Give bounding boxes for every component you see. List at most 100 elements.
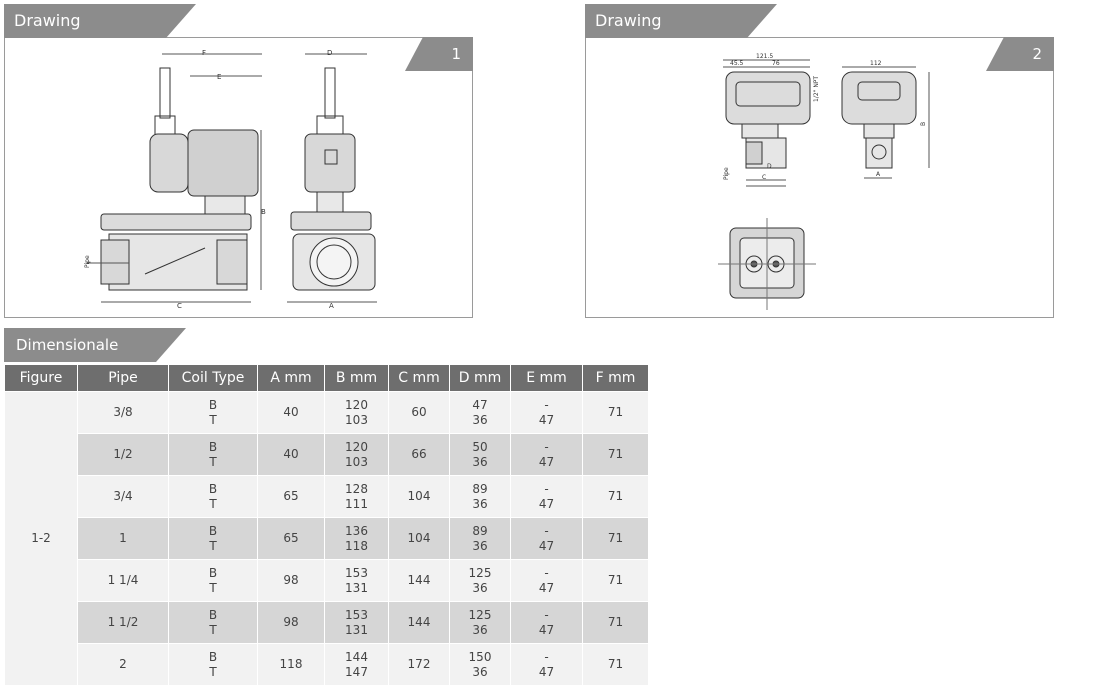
dim-f-label: F xyxy=(202,49,206,57)
f-mm-cell: 71 xyxy=(583,560,648,601)
dim-a-label: A xyxy=(876,171,881,178)
c-mm-cell: 66 xyxy=(389,434,449,475)
dim-76-label: 76 xyxy=(772,60,780,67)
pipe-cell: 1 1/2 xyxy=(78,602,168,643)
table-header-row: Figure Pipe Coil Type A mm B mm C mm D m… xyxy=(5,365,648,391)
e-mm-cell: -47 xyxy=(511,518,582,559)
c-mm-cell: 172 xyxy=(389,644,449,685)
c-mm-cell: 144 xyxy=(389,560,449,601)
e-mm-cell: -47 xyxy=(511,476,582,517)
dim-b-label: B xyxy=(261,208,266,216)
e-mm-cell: -47 xyxy=(511,644,582,685)
a-mm-cell: 65 xyxy=(258,476,324,517)
e-mm-cell: -47 xyxy=(511,392,582,433)
header-cell: B mm xyxy=(325,365,388,391)
panel-number: 1 xyxy=(405,37,473,71)
valve-drawing-1: F E D B Pipe C A xyxy=(84,49,377,310)
header-cell: C mm xyxy=(389,365,449,391)
dim-c-label: C xyxy=(177,302,182,310)
a-mm-cell: 40 xyxy=(258,434,324,475)
pipe-cell: 3/8 xyxy=(78,392,168,433)
panel-number: 2 xyxy=(986,37,1054,71)
e-mm-cell: -47 xyxy=(511,560,582,601)
c-mm-cell: 104 xyxy=(389,518,449,559)
pipe-cell: 1 xyxy=(78,518,168,559)
dim-d-label: D xyxy=(767,163,772,170)
c-mm-cell: 104 xyxy=(389,476,449,517)
f-mm-cell: 71 xyxy=(583,518,648,559)
e-mm-cell: -47 xyxy=(511,434,582,475)
panel-title: Drawing Reference xyxy=(4,4,196,64)
f-mm-cell: 71 xyxy=(583,644,648,685)
f-mm-cell: 71 xyxy=(583,392,648,433)
c-mm-cell: 144 xyxy=(389,602,449,643)
pipe-cell: 3/4 xyxy=(78,476,168,517)
dim-a-label: A xyxy=(329,302,334,310)
dim-112-label: 112 xyxy=(870,60,882,67)
a-mm-cell: 118 xyxy=(258,644,324,685)
dimension-table: Figure Pipe Coil Type A mm B mm C mm D m… xyxy=(4,364,649,686)
header-cell: A mm xyxy=(258,365,324,391)
header-cell: Figure xyxy=(5,365,77,391)
dim-455-label: 45.5 xyxy=(730,60,744,67)
valve-drawing-2: 121.5 45.5 76 112 1/2" NPT B Pipe D C A xyxy=(718,53,930,310)
a-mm-cell: 98 xyxy=(258,602,324,643)
header-cell: Coil Type xyxy=(169,365,257,391)
a-mm-cell: 65 xyxy=(258,518,324,559)
dim-b-label: B xyxy=(920,122,927,126)
f-mm-cell: 71 xyxy=(583,434,648,475)
pipe-cell: 1/2 xyxy=(78,434,168,475)
drawing-panel-1: F E D B Pipe C A 1 xyxy=(4,37,473,318)
dim-npt-label: 1/2" NPT xyxy=(813,76,820,102)
c-mm-cell: 60 xyxy=(389,392,449,433)
a-mm-cell: 98 xyxy=(258,560,324,601)
drawing-panel-2: 121.5 45.5 76 112 1/2" NPT B Pipe D C A … xyxy=(585,37,1054,318)
dim-e-label: E xyxy=(217,73,221,81)
f-mm-cell: 71 xyxy=(583,602,648,643)
dim-d-label: D xyxy=(327,49,332,57)
dim-pipe-label: Pipe xyxy=(84,255,91,268)
header-cell: E mm xyxy=(511,365,582,391)
dim-c-label: C xyxy=(762,174,766,181)
e-mm-cell: -47 xyxy=(511,602,582,643)
a-mm-cell: 40 xyxy=(258,392,324,433)
f-mm-cell: 71 xyxy=(583,476,648,517)
table-title: Dimensionale Table xyxy=(4,328,186,388)
panel-title: Drawing Reference xyxy=(585,4,777,64)
header-cell: D mm xyxy=(450,365,510,391)
pipe-cell: 1 1/4 xyxy=(78,560,168,601)
header-cell: Pipe xyxy=(78,365,168,391)
dim-121-label: 121.5 xyxy=(756,53,773,60)
header-cell: F mm xyxy=(583,365,648,391)
figure-cell: 1-2 xyxy=(5,392,77,685)
pipe-cell: 2 xyxy=(78,644,168,685)
